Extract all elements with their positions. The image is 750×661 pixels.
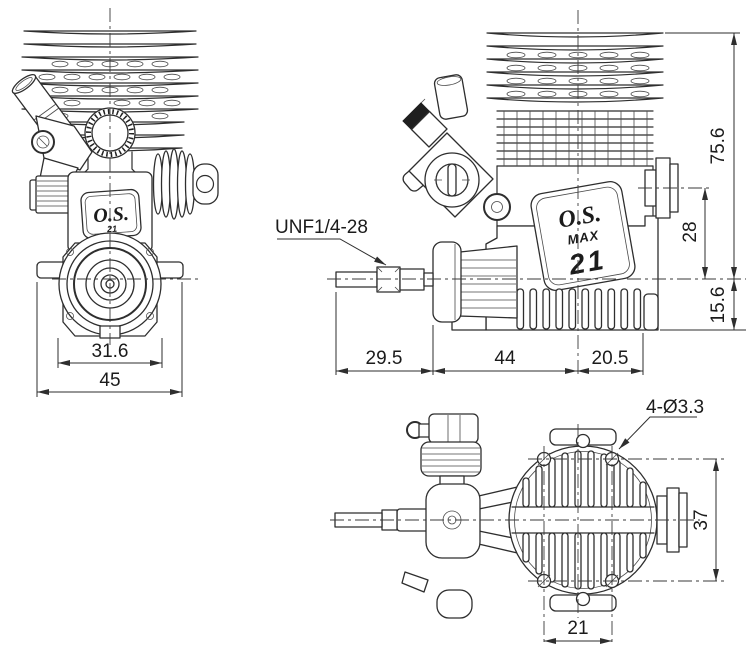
side-dim-20-5: 20.5 — [577, 333, 644, 375]
side-crankshaft — [335, 266, 434, 293]
front-dim-31-6: 31.6 — [57, 338, 163, 368]
top-throttle-lever — [401, 571, 429, 593]
dim-label-28: 28 — [680, 221, 701, 242]
dim-label-75-6: 75.6 — [708, 128, 729, 165]
side-dim-44: 44 — [433, 348, 577, 374]
top-cooling-fins — [522, 450, 647, 590]
top-hole-row-centerlines — [528, 458, 726, 582]
side-dim-28: 28 — [680, 188, 708, 279]
top-bottom-boss — [436, 589, 473, 619]
dim-label-21: 21 — [567, 618, 588, 639]
thread-callout: UNF1/4-28 — [275, 217, 387, 266]
dim-label-37: 37 — [691, 509, 712, 530]
front-exhaust-bellows — [152, 148, 219, 220]
thread-label: UNF1/4-28 — [275, 217, 368, 238]
side-dim-75-6: 75.6 — [660, 32, 746, 331]
front-dim-45: 45 — [36, 282, 183, 397]
dim-label-45: 45 — [99, 370, 120, 391]
front-logo-text: O.S. — [93, 203, 130, 227]
top-backplate — [401, 483, 481, 619]
front-logo-sub: 21 — [106, 224, 118, 235]
side-drive-washer — [432, 241, 462, 323]
top-carburetor — [406, 413, 482, 489]
dim-label-31-6: 31.6 — [92, 341, 129, 362]
side-lower-fin-stack — [496, 110, 654, 167]
side-logo-plate: O.S. MAX 21 — [530, 181, 636, 291]
hole-label: 4-Ø3.3 — [646, 397, 704, 418]
side-carburetor — [402, 74, 511, 221]
side-rear-cover-ribs — [516, 288, 659, 331]
front-carburetor — [11, 74, 93, 189]
side-logo-21: 21 — [566, 244, 609, 281]
side-fin-vent-holes — [506, 51, 650, 98]
front-exhaust-bracket — [192, 163, 219, 205]
side-cylinder-head-fins — [486, 32, 664, 227]
top-view: 4-Ø3.3 37 21 — [330, 397, 726, 646]
side-front-housing — [459, 245, 518, 319]
top-dim-21: 21 — [544, 618, 612, 644]
dim-label-15-6: 15.6 — [708, 287, 729, 324]
side-dim-15-6: 15.6 — [708, 279, 737, 330]
front-housing-screws — [66, 248, 154, 320]
front-view: O.S. 21 31.6 — [11, 8, 219, 397]
side-dim-29-5: 29.5 — [335, 292, 434, 375]
side-logo-max: MAX — [566, 227, 600, 247]
fin-vent-holes — [38, 60, 181, 120]
top-hole-column-centerlines — [543, 446, 613, 646]
hole-callout: 4-Ø3.3 — [618, 397, 704, 450]
dim-label-20-5: 20.5 — [592, 348, 629, 369]
side-fuel-nipple — [483, 193, 511, 221]
dim-label-29-5: 29.5 — [366, 348, 403, 369]
side-view: O.S. MAX 21 — [275, 10, 746, 376]
top-dim-37: 37 — [691, 459, 719, 581]
front-ribbed-block — [29, 175, 74, 214]
front-logo-plate: O.S. 21 — [80, 188, 142, 240]
dim-label-44: 44 — [494, 348, 516, 369]
